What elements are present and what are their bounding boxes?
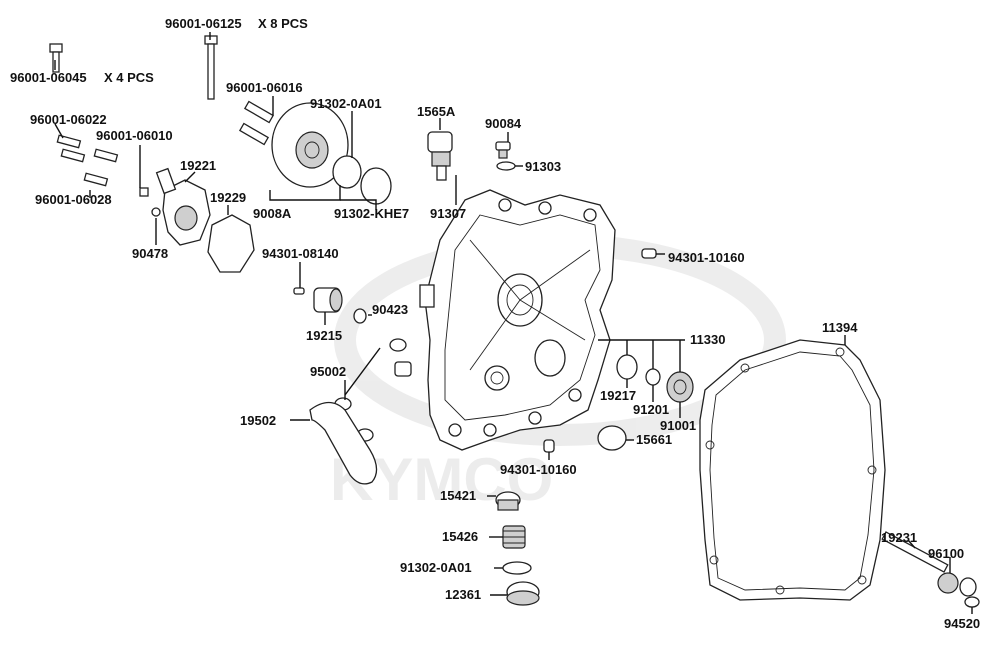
label-94301-10160-bottom: 94301-10160 <box>500 462 577 477</box>
label-9008A: 9008A <box>253 206 292 221</box>
o-ring-91302-0A01-bottom <box>502 561 532 575</box>
o-ring-91302-KHE7 <box>360 167 392 205</box>
dowel-94301-10160-bottom <box>543 439 555 453</box>
crankcase-cover <box>419 189 616 451</box>
label-91307: 91307 <box>430 206 466 221</box>
label-90478: 90478 <box>132 246 168 261</box>
label-91302-KHE7: 91302-KHE7 <box>334 206 409 221</box>
hose-19502 <box>309 401 378 485</box>
label-96001-06045: 96001-06045 <box>10 70 87 85</box>
label-96001-06022: 96001-06022 <box>30 112 107 127</box>
label-15661: 15661 <box>636 432 672 447</box>
label-qty-8pcs: X 8 PCS <box>258 16 308 31</box>
label-19221: 19221 <box>180 158 216 173</box>
o-ring-91302-0A01 <box>332 155 362 189</box>
part-labels: 96001-06125 X 8 PCS 96001-06045 X 4 PCS … <box>10 16 980 631</box>
gasket-11394 <box>699 339 886 601</box>
label-91302-0A01-top: 91302-0A01 <box>310 96 382 111</box>
sensor-1565A <box>427 131 453 181</box>
label-11330: 11330 <box>690 332 725 347</box>
label-19217: 19217 <box>600 388 636 403</box>
label-96100: 96100 <box>928 546 964 561</box>
label-90084: 90084 <box>485 116 522 131</box>
impeller-19215 <box>293 287 343 313</box>
shaft-19231 <box>881 531 980 608</box>
label-19502: 19502 <box>240 413 276 428</box>
bolt-96001-06125 <box>204 35 218 100</box>
bolt-96001-06045 <box>49 43 63 73</box>
label-91001: 91001 <box>660 418 696 433</box>
label-94301-10160-top: 94301-10160 <box>668 250 745 265</box>
label-91302-0A01-bottom: 91302-0A01 <box>400 560 472 575</box>
label-19231: 19231 <box>881 530 917 545</box>
label-96001-06125: 96001-06125 <box>165 16 242 31</box>
bolt-90084 <box>495 141 516 171</box>
label-19215: 19215 <box>306 328 342 343</box>
label-96001-06028: 96001-06028 <box>35 192 112 207</box>
label-91303: 91303 <box>525 159 561 174</box>
label-95002: 95002 <box>310 364 346 379</box>
label-1565A: 1565A <box>417 104 456 119</box>
bolts-left <box>56 134 149 197</box>
spring-15426 <box>502 525 526 549</box>
pump-housing-19221 <box>155 167 211 246</box>
label-15426: 15426 <box>442 529 478 544</box>
label-91201: 91201 <box>633 402 669 417</box>
label-94301-08140: 94301-08140 <box>262 246 339 261</box>
label-qty-4pcs: X 4 PCS <box>104 70 154 85</box>
label-11394: 11394 <box>822 320 858 335</box>
strainer-15421 <box>495 491 521 511</box>
drain-cap-12361 <box>506 581 540 606</box>
gasket-19229 <box>207 214 255 273</box>
leader-lines <box>54 32 973 614</box>
label-90423: 90423 <box>372 302 408 317</box>
dowel-94301-10160-top <box>641 248 657 259</box>
seal-90423 <box>353 308 367 324</box>
label-96001-06010: 96001-06010 <box>96 128 173 143</box>
label-19229: 19229 <box>210 190 246 205</box>
label-15421: 15421 <box>440 488 476 503</box>
water-pump-cover <box>238 100 349 188</box>
label-12361: 12361 <box>445 587 481 602</box>
washer-90478 <box>151 207 161 217</box>
o-ring-15661 <box>597 425 627 451</box>
label-96001-06016: 96001-06016 <box>226 80 303 95</box>
label-94520: 94520 <box>944 616 980 631</box>
